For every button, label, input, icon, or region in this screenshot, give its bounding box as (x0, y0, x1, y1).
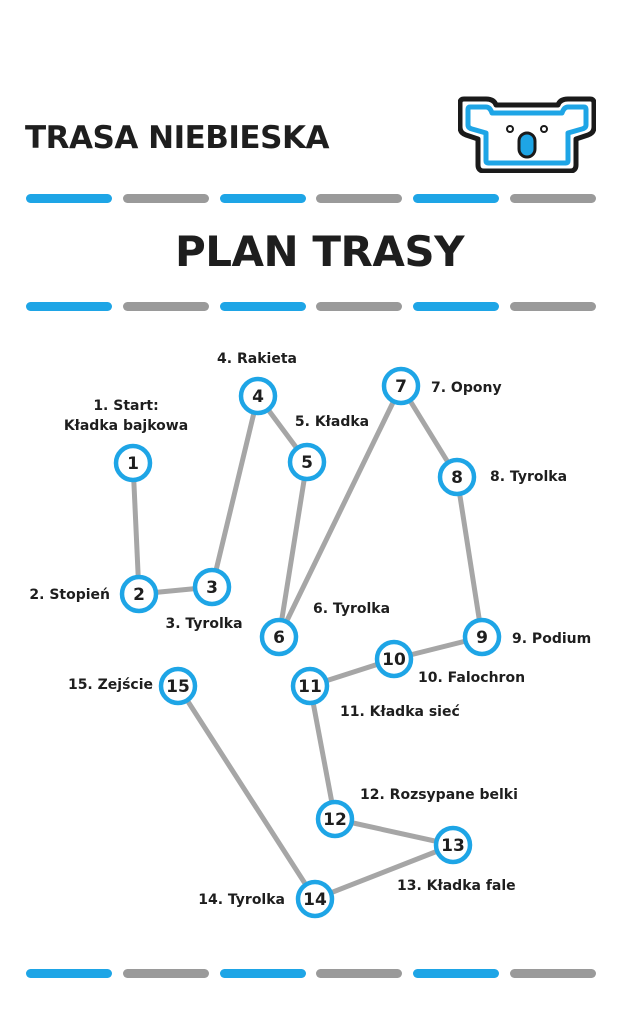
koala-logo-icon (458, 96, 596, 173)
station-label: 15. Zejście (68, 677, 153, 693)
station-marker (192, 567, 232, 607)
station-label: 6. Tyrolka (313, 601, 390, 617)
station-marker (437, 457, 477, 497)
station-label: 9. Podium (512, 631, 591, 647)
station-label: Kładka bajkowa (64, 418, 188, 434)
station-marker (374, 639, 414, 679)
station-marker (287, 442, 327, 482)
station-8: 8 8. Tyrolka (437, 457, 567, 497)
station-9: 9 9. Podium (462, 617, 591, 657)
station-5: 5 5. Kładka (287, 414, 369, 482)
station-marker (295, 879, 335, 919)
route-connector (175, 683, 318, 902)
divider-middle (26, 302, 596, 311)
station-marker (259, 617, 299, 657)
station-label: 11. Kładka sieć (340, 704, 460, 720)
station-7: 7 7. Opony (381, 366, 502, 406)
divider-segment (316, 194, 403, 203)
station-2: 2 2. Stopień (29, 574, 159, 614)
station-marker (119, 574, 159, 614)
divider-segment (122, 194, 209, 203)
station-number: 6 (273, 628, 285, 648)
station-marker (315, 799, 355, 839)
station-marker (290, 666, 330, 706)
route-connector (276, 459, 310, 640)
divider-segment (510, 969, 596, 978)
station-label: 10. Falochron (418, 670, 525, 686)
divider-segment (122, 302, 209, 311)
route-connector (276, 383, 404, 640)
divider-segment (26, 969, 112, 978)
divider-segment (122, 969, 209, 978)
station-marker (433, 825, 473, 865)
station-number: 1 (127, 454, 139, 474)
route-connector (454, 474, 485, 640)
route-connector (130, 460, 142, 597)
station-label: 2. Stopień (29, 587, 110, 603)
divider-segment (510, 302, 596, 311)
station-number: 2 (133, 585, 145, 605)
station-marker (462, 617, 502, 657)
station-label: 4. Rakieta (217, 351, 297, 367)
route-connector (307, 683, 338, 822)
route-connector (312, 842, 456, 902)
station-number: 8 (451, 468, 463, 488)
divider-top (26, 194, 596, 203)
divider-segment (219, 969, 306, 978)
station-marker (113, 443, 153, 483)
station-number: 4 (252, 387, 264, 407)
station-label: 7. Opony (431, 380, 502, 396)
station-number: 11 (298, 677, 322, 697)
station-number: 14 (303, 890, 327, 910)
station-label: 13. Kładka fale (397, 878, 516, 894)
station-13: 13 13. Kładka fale (397, 825, 516, 894)
divider-segment (316, 969, 403, 978)
station-1: 1 1. Start: Kładka bajkowa (64, 398, 188, 483)
station-12: 12 12. Rozsypane belki (315, 787, 518, 839)
station-number: 9 (476, 628, 488, 648)
divider-segment (219, 194, 306, 203)
station-marker (158, 666, 198, 706)
station-label: 8. Tyrolka (490, 469, 567, 485)
station-number: 3 (206, 578, 218, 598)
station-3: 3 3. Tyrolka (165, 567, 243, 632)
station-number: 5 (301, 453, 313, 473)
page-title: TRASA NIEBIESKA (25, 120, 329, 156)
station-14: 14 14. Tyrolka (198, 879, 335, 919)
station-label: 12. Rozsypane belki (360, 787, 518, 803)
station-number: 15 (166, 677, 190, 697)
station-6: 6 6. Tyrolka (259, 601, 390, 657)
station-10: 10 10. Falochron (374, 639, 525, 686)
station-label: 3. Tyrolka (165, 616, 242, 632)
divider-bottom (26, 969, 596, 978)
station-11: 11 11. Kładka sieć (290, 666, 460, 720)
divider-segment (219, 302, 306, 311)
station-label: 1. Start: (93, 398, 158, 414)
station-label: 5. Kładka (295, 414, 369, 430)
route-connector (209, 393, 261, 590)
station-number: 10 (382, 650, 406, 670)
station-number: 13 (441, 836, 465, 856)
route-connector (332, 816, 456, 848)
station-15: 15 15. Zejście (68, 666, 198, 706)
divider-segment (26, 302, 112, 311)
station-marker (238, 376, 278, 416)
plan-title: PLAN TRASY (175, 227, 464, 276)
divider-segment (26, 194, 112, 203)
station-4: 4 4. Rakieta (217, 351, 297, 416)
station-marker (381, 366, 421, 406)
station-label: 14. Tyrolka (198, 892, 285, 908)
divider-segment (510, 194, 596, 203)
station-number: 7 (395, 377, 407, 397)
station-number: 12 (323, 810, 347, 830)
divider-segment (413, 194, 500, 203)
divider-segment (413, 969, 500, 978)
divider-segment (413, 302, 500, 311)
divider-segment (316, 302, 403, 311)
